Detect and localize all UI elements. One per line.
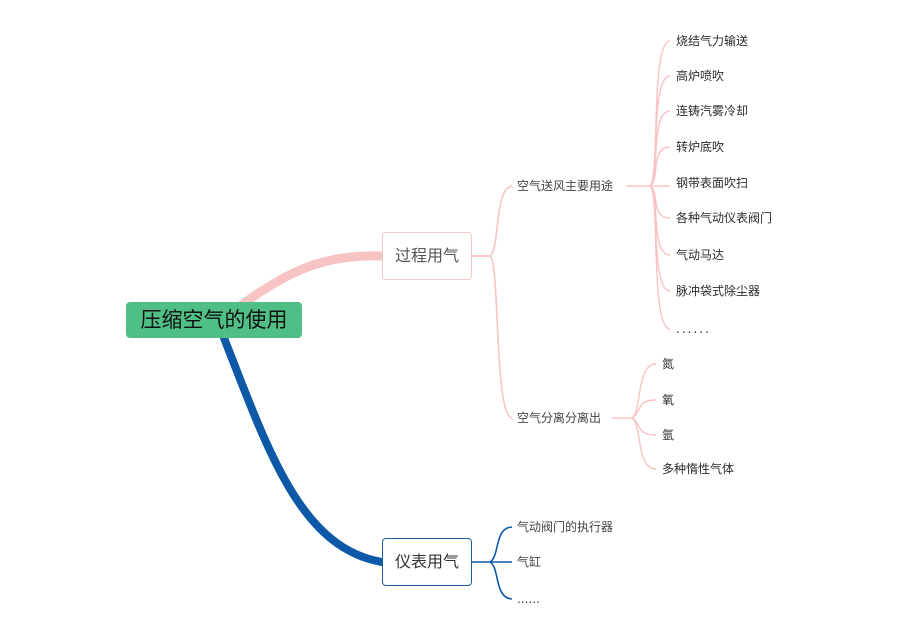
leaf-instrument-1[interactable]: 气动阀门的执行器 (517, 520, 614, 534)
leaf-air-supply-6[interactable]: 各种气动仪表阀门 (676, 211, 773, 225)
connector-root-to-process (235, 251, 387, 311)
connector-air-separation-1 (612, 363, 657, 419)
leaf-air-supply-5[interactable]: 钢带表面吹扫 (676, 176, 749, 190)
connector-air-supply-2 (649, 75, 671, 187)
leaf-instrument-2[interactable]: 气缸 (517, 555, 542, 569)
connector-instrument-1 (472, 526, 513, 563)
root-node[interactable]: 压缩空气的使用 (126, 302, 302, 338)
leaf-air-supply-1[interactable]: 烧结气力输送 (676, 34, 749, 48)
connector-root-to-instrument (220, 334, 386, 566)
leaf-instrument-more[interactable]: ...... (517, 592, 540, 606)
leaf-air-supply-4[interactable]: 转炉底吹 (676, 140, 725, 154)
subtopic-air-separation[interactable]: 空气分离分离出 (517, 411, 602, 425)
leaf-air-separation-1[interactable]: 氮 (662, 357, 675, 371)
leaf-air-supply-more[interactable]: ...... (676, 322, 711, 336)
connector-air-supply-spine-lower (649, 185, 671, 330)
leaf-air-separation-4[interactable]: 多种惰性气体 (662, 462, 735, 476)
leaf-air-supply-7[interactable]: 气动马达 (676, 248, 725, 262)
leaf-air-separation-3[interactable]: 氩 (662, 428, 675, 442)
leaf-air-supply-8[interactable]: 脉冲袋式除尘器 (676, 284, 761, 298)
connector-air-separation-3 (631, 417, 657, 436)
connector-air-separation-4 (631, 417, 657, 470)
connector-air-supply-8 (649, 185, 671, 292)
connector-air-supply-4 (649, 146, 671, 187)
connector-instrument-3 (489, 561, 513, 600)
connector-process-to-air-separation (472, 255, 513, 419)
connector-air-separation-2 (631, 399, 657, 419)
branch-node-process-air[interactable]: 过程用气 (382, 232, 472, 280)
subtopic-air-supply[interactable]: 空气送风主要用途 (517, 179, 614, 193)
connector-process-to-air-supply (472, 185, 513, 257)
leaf-air-separation-2[interactable]: 氧 (662, 393, 675, 407)
branch-node-instrument-air[interactable]: 仪表用气 (382, 538, 472, 586)
leaf-air-supply-2[interactable]: 高炉喷吹 (676, 69, 725, 83)
leaf-air-supply-3[interactable]: 连铸汽雾冷却 (676, 104, 749, 118)
